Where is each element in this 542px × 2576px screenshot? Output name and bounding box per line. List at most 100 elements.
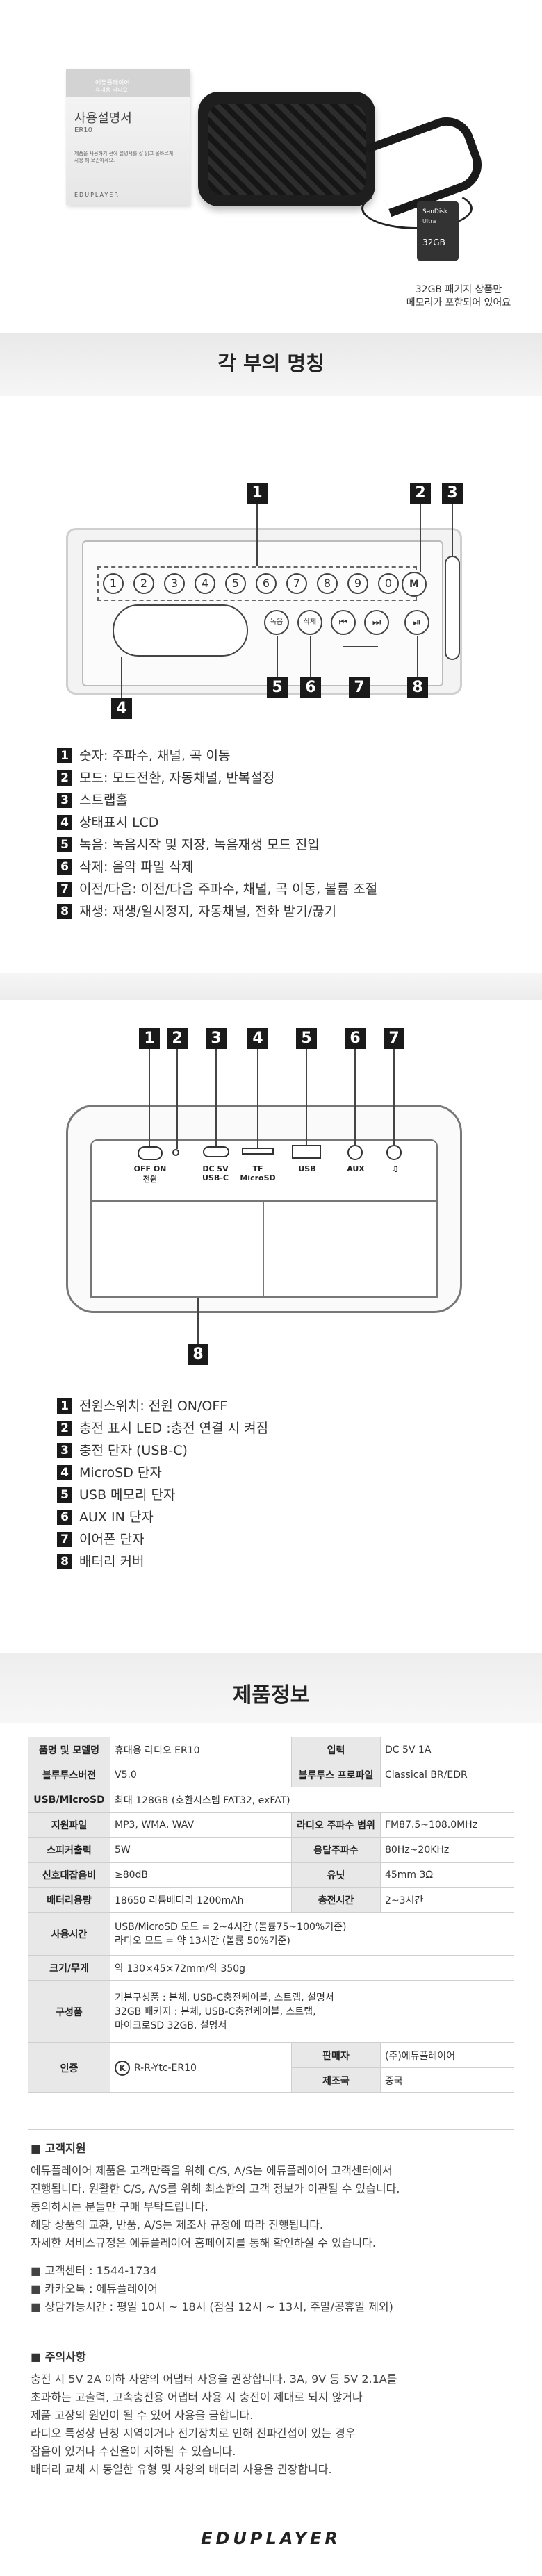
speaker-grill <box>208 104 366 195</box>
caution-body: 충전 시 5V 2A 이하 사양의 어댑터 사용을 권장합니다. 3A, 9V … <box>31 2372 397 2476</box>
usbc-label: DC 5V USB-C <box>202 1164 229 1182</box>
spec-value: MP3, WMA, WAV <box>110 1812 292 1838</box>
number-key[interactable]: 9 <box>347 573 368 594</box>
spec-row: 사용시간 USB/MicroSD 모드 = 2~4시간 (볼륨75~100%기준… <box>28 1912 514 1956</box>
legend-num: 8 <box>57 904 72 919</box>
spec-value: USB/MicroSD 모드 = 2~4시간 (볼륨75~100%기준) 라디오… <box>110 1912 514 1956</box>
caution-title: ■ 주의사항 <box>31 2350 86 2363</box>
spec-value: 기본구성품 : 본체, USB-C충전케이블, 스트랩, 설명서 32GB 패키… <box>110 1980 514 2043</box>
legend-text: 상태표시 LCD <box>79 815 159 830</box>
number-key[interactable]: 3 <box>164 573 185 594</box>
spec-key: 배터리용량 <box>28 1887 110 1913</box>
spec-row: 구성품 기본구성품 : 본체, USB-C충전케이블, 스트랩, 설명서 32G… <box>28 1980 514 2043</box>
legend-text: 이어폰 단자 <box>79 1532 145 1547</box>
section1-title: 각 부의 명칭 <box>217 352 325 375</box>
microsd-slot[interactable] <box>242 1148 274 1155</box>
record-key[interactable]: 녹음 <box>264 610 289 635</box>
spec-value: 최대 128GB (호환시스템 FAT32, exFAT) <box>110 1787 514 1813</box>
legend-text: 이전/다음: 이전/다음 주파수, 채널, 곡 이동, 볼륨 조절 <box>79 882 378 897</box>
sd-brand: SanDisk <box>422 208 448 215</box>
spec-key: 블루투스 프로파일 <box>290 1762 381 1787</box>
legend-text: 삭제: 음악 파일 삭제 <box>79 859 194 875</box>
legend-text: 숫자: 주파수, 채널, 곡 이동 <box>79 748 231 763</box>
spec-value: 45mm 3Ω <box>379 1862 515 1888</box>
mode-key[interactable]: M <box>402 572 427 597</box>
number-key[interactable]: 8 <box>317 573 338 594</box>
power-label: OFF ON 전원 <box>133 1164 167 1184</box>
tag-1: 1 <box>247 483 268 504</box>
section-divider <box>0 973 542 1000</box>
spec-row: 크기/무게 약 130×45×72mm/약 350g <box>28 1955 514 1981</box>
legend-text: 스트랩홀 <box>79 793 128 808</box>
number-key[interactable]: 1 <box>103 573 124 594</box>
prev-key[interactable]: ⏮ <box>331 610 356 635</box>
spec-key: USB/MicroSD <box>28 1787 110 1813</box>
number-key[interactable]: 6 <box>256 573 277 594</box>
legend-row: 7 이어폰 단자 <box>57 1528 268 1551</box>
legend-num: 5 <box>57 1487 72 1503</box>
legend-num: 7 <box>57 882 72 897</box>
lcd-display <box>113 604 248 657</box>
caution-block: ■ 주의사항 충전 시 5V 2A 이하 사양의 어댑터 사용을 권장합니다. … <box>31 2348 517 2479</box>
legend-num: 2 <box>57 770 72 786</box>
tag-2: 2 <box>410 483 431 504</box>
support-block: ■ 고객지원 에듀플레이어 제품은 고객만족을 위해 C/S, A/S는 에듀플… <box>31 2140 517 2316</box>
legend-text: 충전 표시 LED :충전 연결 시 켜짐 <box>79 1421 269 1436</box>
spec-row: 블루투스버전 V5.0 블루투스 프로파일 Classical BR/EDR <box>28 1762 515 1787</box>
number-key[interactable]: 7 <box>286 573 307 594</box>
legend-text: 재생: 재생/일시정지, 자동채널, 전화 받기/끊기 <box>79 904 337 919</box>
spec-key: 블루투스버전 <box>28 1762 110 1787</box>
legend-row: 6 삭제: 음악 파일 삭제 <box>57 856 377 878</box>
number-key[interactable]: 5 <box>225 573 246 594</box>
number-key[interactable]: 0 <box>378 573 399 594</box>
leader-1 <box>256 504 258 566</box>
manual-logo: EDUPLAYER <box>74 192 120 198</box>
legend-text: 충전 단자 (USB-C) <box>79 1443 188 1458</box>
sd-caption: 32GB 패키지 상품만 메모리가 포함되어 있어요 <box>406 284 511 308</box>
earphone-jack[interactable] <box>386 1145 402 1160</box>
speaker-body <box>198 92 375 206</box>
spec-key: 충전시간 <box>290 1887 381 1913</box>
number-key[interactable]: 2 <box>133 573 154 594</box>
spec-key: 스피커출력 <box>28 1837 110 1863</box>
legend-num: 6 <box>57 859 72 875</box>
back-tag-5: 5 <box>296 1028 317 1049</box>
legend-num: 3 <box>57 1443 72 1458</box>
legend-num: 1 <box>57 1398 72 1414</box>
play-key[interactable]: ⏯ <box>404 610 429 635</box>
back-leader-5 <box>306 1049 307 1145</box>
spec-key: 신호대잡음비 <box>28 1862 110 1888</box>
divider-support <box>28 2129 514 2130</box>
spec-value: (주)에듀플레이어 <box>379 2042 515 2068</box>
spec-row: 배터리용량 18650 리튬배터리 1200mAh 충전시간 2~3시간 <box>28 1887 515 1913</box>
support-line: ■ 카카오톡 : 에듀플레이어 <box>31 2282 158 2295</box>
power-switch[interactable] <box>138 1146 163 1160</box>
delete-key[interactable]: 삭제 <box>297 610 322 635</box>
microsd-label: TF MicroSD <box>240 1164 276 1182</box>
legend-num: 7 <box>57 1532 72 1547</box>
legend-row: 3 충전 단자 (USB-C) <box>57 1439 268 1462</box>
tag-4: 4 <box>111 698 132 719</box>
spec-value: DC 5V 1A <box>379 1737 515 1762</box>
aux-jack[interactable] <box>347 1145 363 1160</box>
next-key[interactable]: ⏭ <box>364 610 389 635</box>
spec-row: 품명 및 모델명 휴대용 라디오 ER10 입력 DC 5V 1A <box>28 1737 515 1762</box>
number-key[interactable]: 4 <box>195 573 215 594</box>
back-leader-2 <box>176 1049 178 1149</box>
product-photo-area: 에듀플레이어 휴대용 라디오 사용설명서 ER10 제품을 사용하기 전에 설명… <box>0 0 542 327</box>
manual-note: 제품을 사용하기 전에 설명서를 잘 읽고 올바르게 사용 해 보관하세요. <box>74 151 174 163</box>
usbc-port[interactable] <box>203 1146 229 1157</box>
leader-7 <box>343 646 378 647</box>
usb-port[interactable] <box>292 1145 321 1159</box>
battery-cover-right <box>263 1200 438 1298</box>
